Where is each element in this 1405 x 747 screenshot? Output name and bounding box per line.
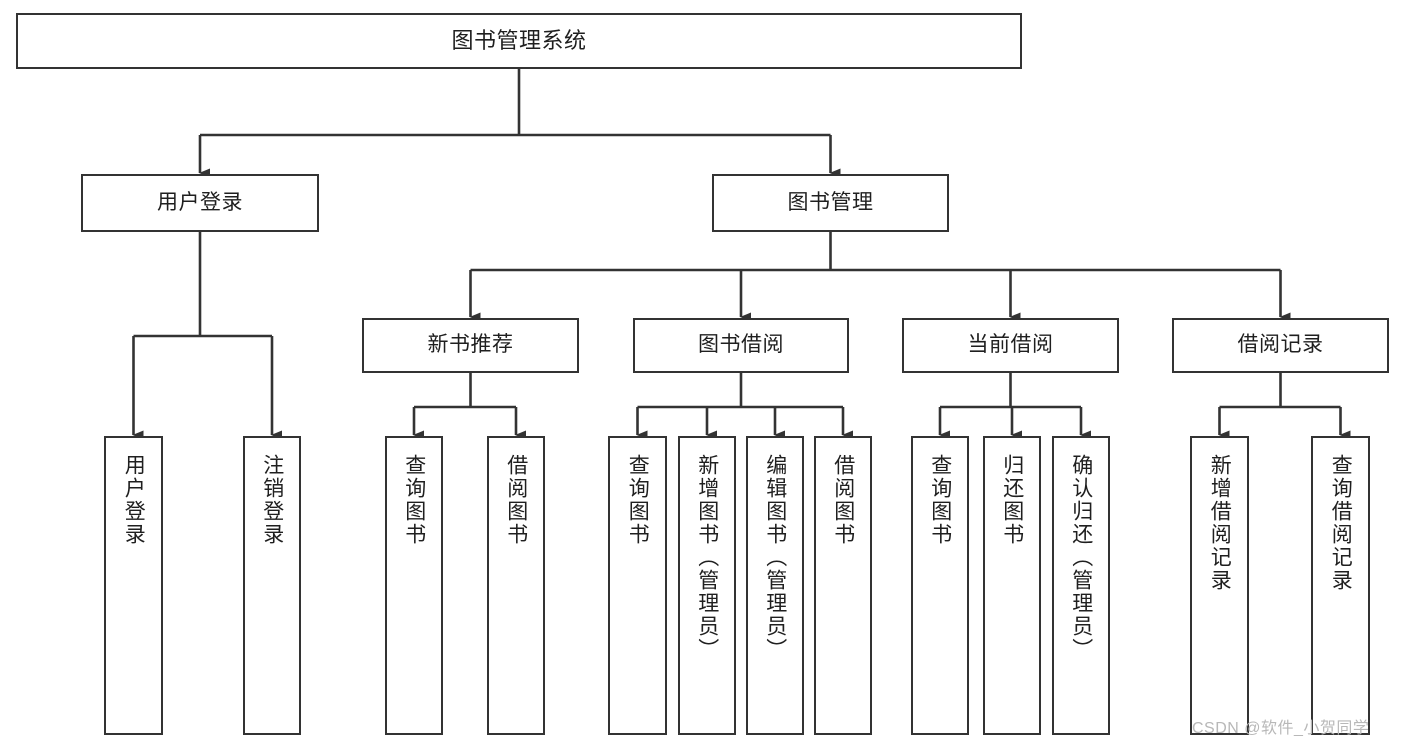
node-label: 借阅图书: [831, 454, 855, 546]
node-root-book-management-system[interactable]: 图书管理系统: [16, 13, 1022, 69]
leaf-recommend-query-book[interactable]: 查询图书: [385, 436, 443, 735]
leaf-borrow-edit-book-admin[interactable]: 编辑图书（管理员）: [746, 436, 804, 735]
node-current-borrowing[interactable]: 当前借阅: [902, 318, 1119, 373]
node-label: 注销登录: [260, 454, 284, 546]
leaf-borrow-borrow-book[interactable]: 借阅图书: [814, 436, 872, 735]
node-label: 用户登录: [157, 190, 243, 214]
leaf-current-return-book[interactable]: 归还图书: [983, 436, 1041, 735]
node-label: 用户登录: [122, 454, 146, 546]
node-label: 查询图书: [402, 454, 426, 546]
leaf-current-confirm-return-admin[interactable]: 确认归还（管理员）: [1052, 436, 1110, 735]
leaf-record-add-borrow-record[interactable]: 新增借阅记录: [1190, 436, 1249, 735]
leaf-current-query-book[interactable]: 查询图书: [911, 436, 969, 735]
node-label: 图书借阅: [698, 333, 784, 357]
leaf-record-query-borrow-record[interactable]: 查询借阅记录: [1311, 436, 1370, 735]
node-label: 确认归还（管理员）: [1069, 454, 1093, 661]
node-label: 当前借阅: [967, 333, 1054, 357]
node-label: 新增图书（管理员）: [695, 454, 719, 661]
node-label: 查询图书: [626, 454, 650, 546]
csdn-watermark: CSDN @软件_小贺同学: [1192, 720, 1370, 737]
leaf-user-login[interactable]: 用户登录: [104, 436, 163, 735]
node-label: 图书管理: [787, 190, 874, 214]
node-label: 编辑图书（管理员）: [763, 454, 787, 661]
node-label: 归还图书: [1000, 454, 1024, 546]
node-label: 查询图书: [928, 454, 952, 546]
leaf-borrow-query-book[interactable]: 查询图书: [608, 436, 667, 735]
node-label: 借阅图书: [504, 454, 528, 546]
leaf-recommend-borrow-book[interactable]: 借阅图书: [487, 436, 545, 735]
node-new-book-recommendation[interactable]: 新书推荐: [362, 318, 579, 373]
node-label: 借阅记录: [1237, 333, 1324, 357]
node-label: 图书管理系统: [451, 28, 587, 54]
node-borrowing-record[interactable]: 借阅记录: [1172, 318, 1389, 373]
node-user-login[interactable]: 用户登录: [81, 174, 319, 232]
node-label: 查询借阅记录: [1329, 454, 1353, 592]
node-book-management[interactable]: 图书管理: [712, 174, 949, 232]
node-label: 新增借阅记录: [1208, 454, 1232, 592]
leaf-user-logout[interactable]: 注销登录: [243, 436, 301, 735]
leaf-borrow-add-book-admin[interactable]: 新增图书（管理员）: [678, 436, 736, 735]
node-label: 新书推荐: [427, 333, 514, 357]
node-book-borrowing[interactable]: 图书借阅: [633, 318, 849, 373]
